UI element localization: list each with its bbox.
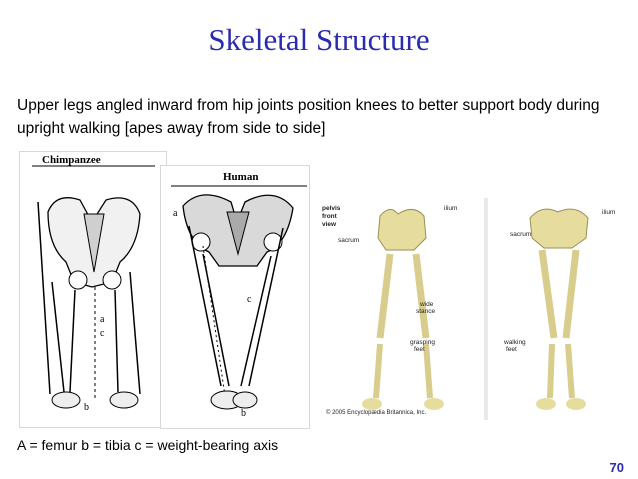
britannica-label-walking-line-2: feet <box>506 346 517 353</box>
britannica-label-walking-line-1: walking <box>503 339 526 346</box>
britannica-label-wide-line-1: wide <box>419 301 434 308</box>
human-label-b: b <box>241 408 246 419</box>
britannica-caption-line-2: front <box>322 213 338 220</box>
figure-legend: A = femur b = tibia c = weight-bearing a… <box>17 437 279 453</box>
chimp-label-c: c <box>100 328 105 339</box>
chimp-title: Chimpanzee <box>42 154 101 166</box>
human-label-c: c <box>247 294 252 305</box>
chimp-label-a: a <box>100 314 105 325</box>
human-label-a: a <box>173 208 178 219</box>
britannica-caption-line-3: view <box>322 221 337 228</box>
britannica-label-ilium-right: ilium <box>602 209 615 216</box>
britannica-label-wide-line-2: stance <box>416 308 436 315</box>
human-title: Human <box>223 171 258 183</box>
chimp-label-b: b <box>84 402 89 413</box>
britannica-copyright: © 2005 Encyclopædia Britannica, Inc. <box>326 409 426 416</box>
slide-number: 70 <box>609 460 624 475</box>
britannica-label-sacrum-left: sacrum <box>338 237 359 244</box>
chimpanzee-leg-diagram: Chimpanzee a c b <box>19 151 167 428</box>
britannica-label-grasping-line-1: grasping <box>410 339 435 346</box>
britannica-pelvis-comparison-image: pelvis front view ilium sacrum wide stan… <box>318 198 628 420</box>
britannica-label-sacrum-right: sacrum <box>510 231 531 238</box>
human-leg-diagram: Human a c b <box>160 165 310 429</box>
britannica-caption-line-1: pelvis <box>322 205 341 212</box>
britannica-label-grasping-line-2: feet <box>414 346 425 353</box>
slide-title: Skeletal Structure <box>208 22 430 57</box>
britannica-label-ilium-left: ilium <box>444 205 457 212</box>
slide-body-text: Upper legs angled inward from hip joints… <box>17 97 600 137</box>
